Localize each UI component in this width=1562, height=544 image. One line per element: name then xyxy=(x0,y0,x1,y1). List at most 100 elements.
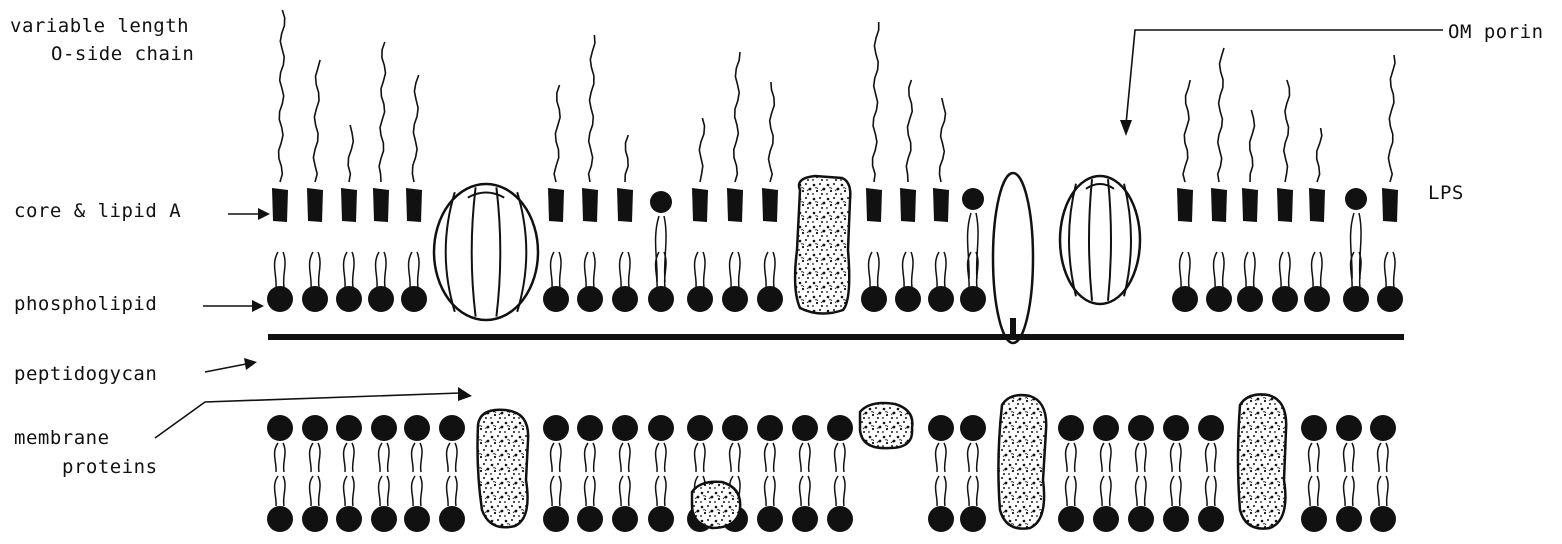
im-top-tails-20-b xyxy=(1144,443,1146,472)
im-top-tails-5-a xyxy=(412,443,415,472)
arrow-membrane-proteins-head xyxy=(458,387,472,401)
om-phospholipid-head-7 xyxy=(577,286,603,312)
o-side-chain-7 xyxy=(589,35,595,182)
im-bottom-tails-17-b xyxy=(976,476,978,506)
om-phospholipid-head-23 xyxy=(1377,286,1403,312)
im-membrane-protein-2 xyxy=(860,403,912,448)
o-side-chain-6 xyxy=(554,85,560,182)
core-lipid-a-block-10 xyxy=(727,188,743,222)
im-top-head-16 xyxy=(928,415,954,441)
core-lipid-a-block-14 xyxy=(933,188,949,222)
om-phospholipid-head-5 xyxy=(401,286,427,312)
core-lipid-a-block-12 xyxy=(866,188,882,222)
om-phospholipid-head-2 xyxy=(302,286,328,312)
om-phospholipid-tails-13-b xyxy=(877,252,879,287)
im-bottom-head-14 xyxy=(792,506,818,532)
om-phospholipid-tails-23-b xyxy=(1393,252,1395,287)
arrow-phospholipid-head xyxy=(252,300,264,312)
im-bottom-tails-20-a xyxy=(1136,476,1139,506)
im-top-tails-18-b xyxy=(1074,443,1076,472)
im-top-tails-6-b xyxy=(455,443,457,472)
label-membrane-proteins-line2: proteins xyxy=(62,455,158,479)
im-bottom-tails-18-b xyxy=(1074,476,1076,506)
om-phospholipid-tails-8-a xyxy=(620,252,623,287)
im-bottom-head-6 xyxy=(439,506,465,532)
im-bottom-tails-18-a xyxy=(1066,476,1069,506)
im-top-tails-13-b xyxy=(773,443,775,472)
om-phospholipid-head-3 xyxy=(336,286,362,312)
im-bottom-tails-22-a xyxy=(1206,476,1209,506)
outer-leaflet-head-3 xyxy=(1345,188,1367,210)
label-o-side-chain-line2: O-side chain xyxy=(51,42,194,66)
im-bottom-tails-19-b xyxy=(1109,476,1111,506)
im-top-head-15 xyxy=(827,415,853,441)
im-bottom-tails-2-b xyxy=(318,476,320,506)
im-top-tails-24-b xyxy=(1352,443,1354,472)
im-bottom-tails-22-b xyxy=(1214,476,1216,506)
im-bottom-tails-6-b xyxy=(455,476,457,506)
im-bottom-head-22 xyxy=(1198,506,1224,532)
im-top-tails-6-a xyxy=(447,443,450,472)
im-top-tails-9-a xyxy=(620,443,623,472)
om-phospholipid-tails-18-b xyxy=(1222,252,1224,287)
im-membrane-protein-1 xyxy=(478,410,529,527)
arrow-om-porin-head xyxy=(1120,120,1132,136)
o-side-chain-18 xyxy=(1284,80,1290,182)
im-bottom-head-21 xyxy=(1163,506,1189,532)
im-bottom-head-8 xyxy=(577,506,603,532)
im-top-head-13 xyxy=(757,415,783,441)
om-phospholipid-head-18 xyxy=(1206,286,1232,312)
arrow-peptidoglycan xyxy=(205,364,246,372)
im-top-tails-1-a xyxy=(275,443,278,472)
om-phospholipid-tails-2-b xyxy=(318,252,320,287)
om-phospholipid-head-4 xyxy=(368,286,394,312)
im-bottom-tails-1-b xyxy=(283,476,285,506)
im-bottom-tails-17-a xyxy=(968,476,971,506)
im-top-tails-19-b xyxy=(1109,443,1111,472)
im-bottom-head-1 xyxy=(267,506,293,532)
om-phospholipid-tails-11-a xyxy=(730,252,733,287)
im-top-tails-21-b xyxy=(1179,443,1181,472)
core-lipid-a-block-11 xyxy=(762,188,778,222)
om-phospholipid-tails-5-b xyxy=(417,252,419,287)
im-top-head-7 xyxy=(543,415,569,441)
im-bottom-tails-23-a xyxy=(1309,476,1312,506)
om-phospholipid-tails-6-a xyxy=(551,252,554,287)
core-lipid-a-block-2 xyxy=(307,188,323,222)
im-bottom-head-10 xyxy=(648,506,674,532)
im-top-head-1 xyxy=(267,415,293,441)
im-bottom-tails-4-a xyxy=(379,476,382,506)
im-top-head-17 xyxy=(960,415,986,441)
peptidoglycan-bar xyxy=(268,334,1404,340)
im-top-tails-19-a xyxy=(1101,443,1104,472)
im-bottom-tails-2-a xyxy=(310,476,313,506)
om-phospholipid-tails-17-a xyxy=(1180,252,1183,287)
core-lipid-a-block-5 xyxy=(406,188,422,222)
im-membrane-protein-4 xyxy=(998,395,1046,529)
core-lipid-a-block-20 xyxy=(1382,188,1398,222)
im-top-tails-8-a xyxy=(585,443,588,472)
im-top-head-12 xyxy=(722,415,748,441)
om-phospholipid-tails-13-a xyxy=(869,252,872,287)
im-top-tails-4-b xyxy=(387,443,389,472)
im-bottom-head-13 xyxy=(757,506,783,532)
label-membrane-proteins-line1: membrane xyxy=(14,426,110,450)
im-top-head-14 xyxy=(792,415,818,441)
o-side-chain-12 xyxy=(873,22,879,182)
om-phospholipid-head-22 xyxy=(1343,286,1369,312)
om-porin-2 xyxy=(1060,176,1140,304)
im-bottom-tails-19-a xyxy=(1101,476,1104,506)
im-top-head-11 xyxy=(687,415,713,441)
label-core-lipid-a: core & lipid A xyxy=(14,199,181,223)
o-side-chain-8 xyxy=(625,135,628,182)
im-bottom-head-15 xyxy=(827,506,853,532)
im-top-head-23 xyxy=(1301,415,1327,441)
im-top-tails-5-b xyxy=(420,443,422,472)
im-top-tails-11-a xyxy=(695,443,698,472)
o-side-chain-4 xyxy=(379,42,385,182)
om-phospholipid-head-21 xyxy=(1304,286,1330,312)
im-top-tails-21-a xyxy=(1171,443,1174,472)
im-top-tails-14-b xyxy=(808,443,810,472)
im-top-head-5 xyxy=(404,415,430,441)
